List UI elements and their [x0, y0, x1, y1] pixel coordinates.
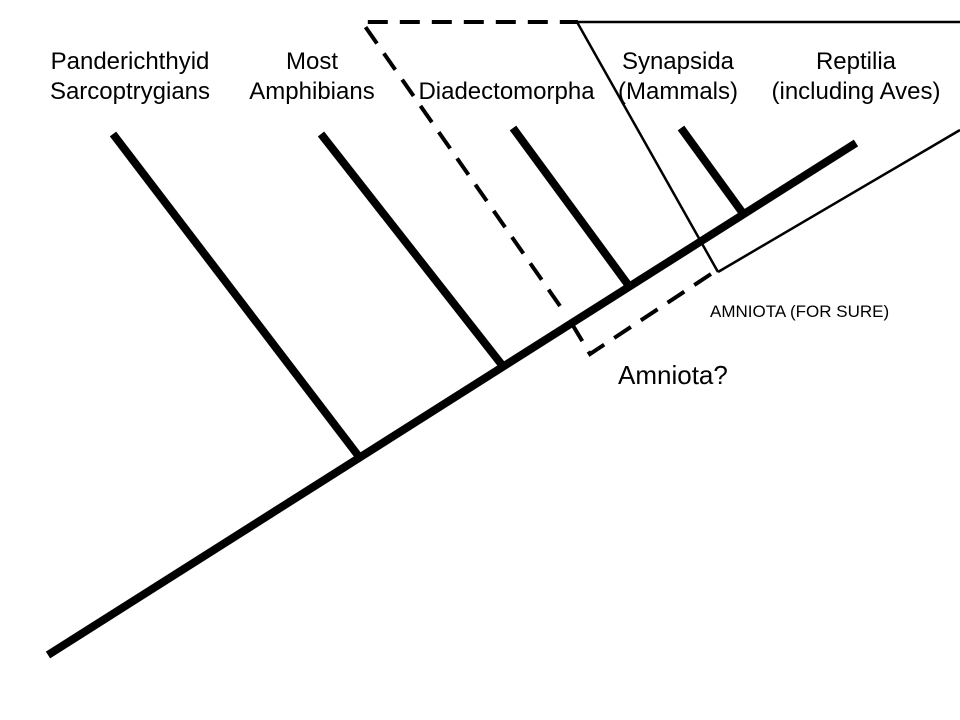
taxon-line2: (including Aves): [771, 78, 941, 105]
taxon-label-amphibians: Most Amphibians: [246, 47, 378, 107]
amniota-sure-label: AMNIOTA (FOR SURE): [710, 302, 890, 321]
amniota-question-outline-left: [358, 20, 578, 308]
taxon-line1: Reptilia: [815, 48, 897, 75]
taxon-label-diadectomorpha: Diadectomorpha: [404, 77, 609, 107]
amniota-sure-outline: [574, 20, 960, 273]
taxon-line1: Most: [285, 48, 338, 75]
taxon-line2: Diadectomorpha: [418, 78, 595, 105]
branch-synapsida: [677, 125, 746, 215]
main-trunk: [45, 139, 859, 659]
taxon-line2: (Mammals): [618, 78, 738, 105]
taxon-label-panderichthyid: Panderichthyid Sarcoptrygians: [40, 47, 220, 107]
branch-amphibians: [317, 131, 506, 368]
amniota-sure-outline-right: [717, 128, 960, 274]
taxon-line2: Amphibians: [249, 78, 375, 105]
amniota-question-outline: [570, 266, 722, 357]
taxon-line1: Panderichthyid: [50, 48, 210, 75]
taxon-line1: Synapsida: [621, 48, 735, 75]
taxon-label-reptilia: Reptilia (including Aves): [758, 47, 954, 107]
taxon-label-synapsida: Synapsida (Mammals): [608, 47, 748, 107]
branch-panderichthyid: [109, 131, 364, 461]
taxon-line2: Sarcoptrygians: [49, 78, 211, 105]
amniota-question-label: Amniota?: [618, 360, 728, 390]
branch-diadectomorpha: [509, 125, 633, 289]
